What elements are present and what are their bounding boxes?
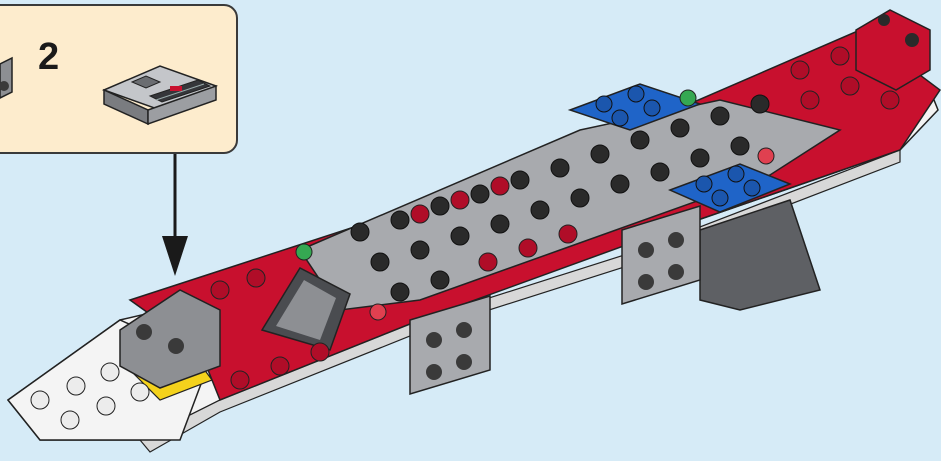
printed-tile-part-icon: [104, 66, 216, 124]
wing-block: [700, 200, 820, 310]
partial-part-icon: [0, 58, 12, 98]
arrow-down-icon: [162, 154, 188, 276]
